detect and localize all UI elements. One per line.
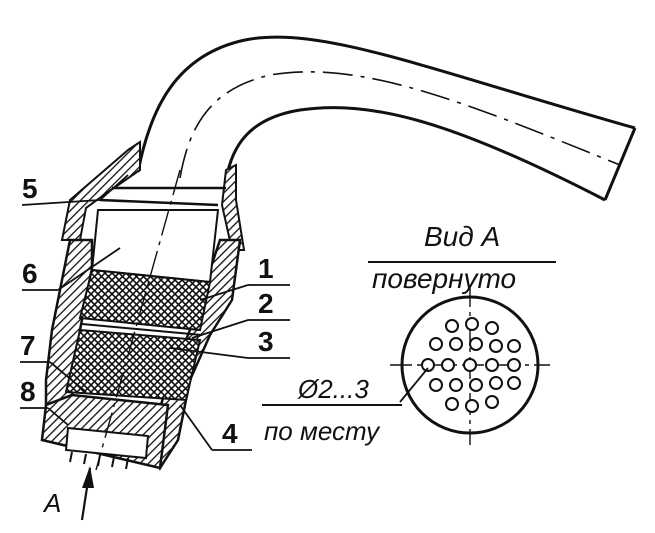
arrow-label: А bbox=[42, 488, 61, 518]
callout-3: 3 bbox=[258, 326, 274, 357]
collar bbox=[60, 140, 246, 251]
callout-2: 2 bbox=[258, 288, 274, 319]
callout-6: 6 bbox=[22, 258, 38, 289]
callout-1: 1 bbox=[258, 253, 274, 284]
callout-4: 4 bbox=[222, 418, 238, 449]
hole-dimension: Ø2...3 bbox=[297, 374, 369, 404]
bent-tube bbox=[136, 35, 637, 202]
callout-7: 7 bbox=[20, 330, 36, 361]
view-subtitle: повернуто bbox=[372, 263, 516, 294]
view-arrow bbox=[80, 466, 94, 521]
leader-lines bbox=[20, 174, 290, 451]
nozzle-body bbox=[40, 169, 242, 471]
view-title: Вид А bbox=[424, 221, 500, 252]
hole-note: по месту bbox=[264, 416, 381, 446]
callout-8: 8 bbox=[20, 376, 36, 407]
callout-5: 5 bbox=[22, 173, 38, 204]
view-a-disc bbox=[390, 285, 550, 445]
